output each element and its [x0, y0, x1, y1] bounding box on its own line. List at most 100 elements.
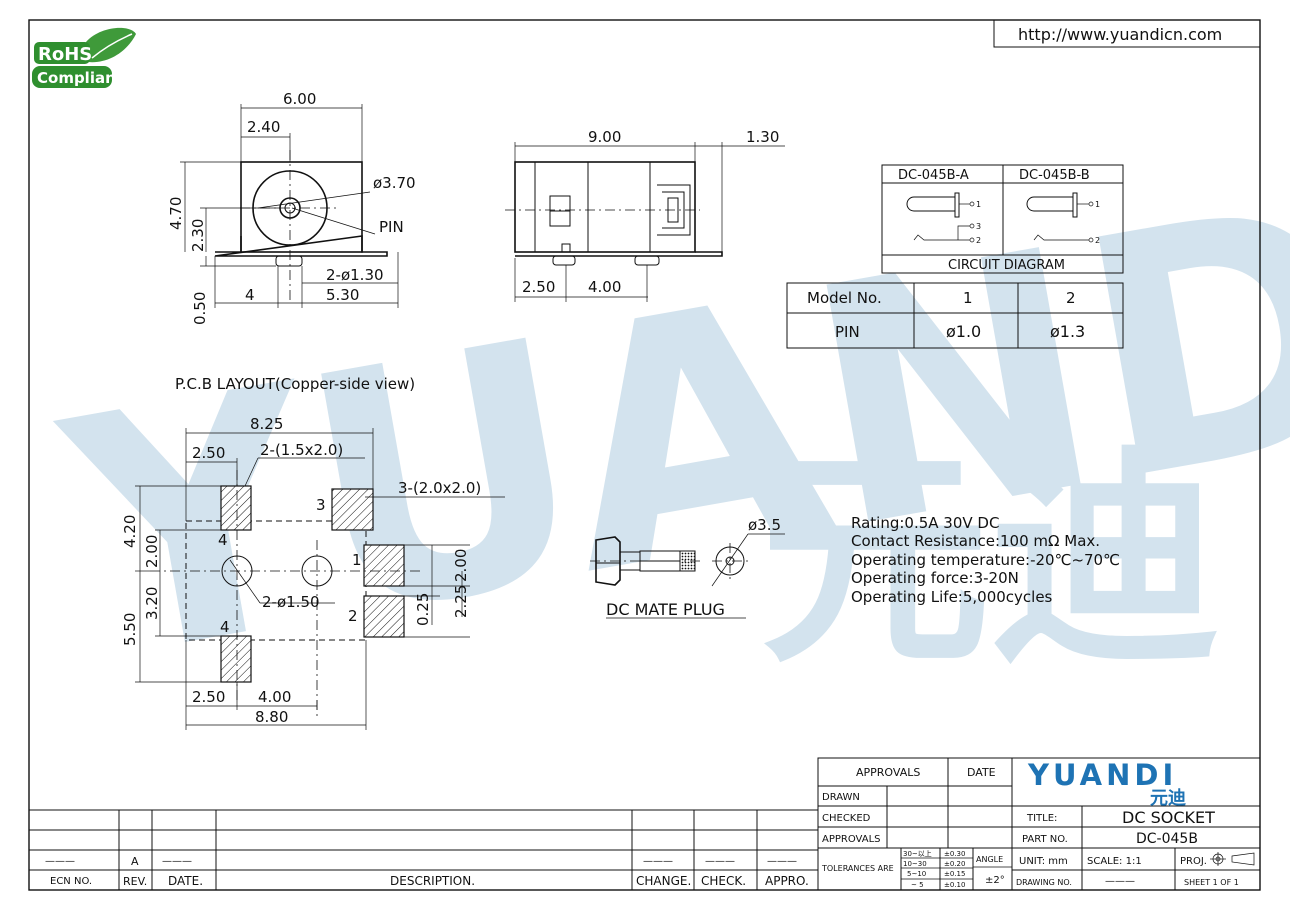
rev-header-date: DATE.: [168, 874, 203, 888]
tb-row-checked: CHECKED: [822, 813, 871, 824]
dim-pcb-top-left: 2.50: [192, 444, 225, 462]
tb-drawing-no-value: ———: [1105, 876, 1135, 887]
url-box[interactable]: http://www.yuandicn.com: [993, 19, 1261, 48]
pad-label-4-top: 4: [218, 531, 228, 549]
dim-right-c: 0.25: [414, 593, 432, 626]
dim-left-inner-upper: 2.00: [143, 535, 161, 568]
pin-label: PIN: [379, 218, 404, 236]
dim-pin-offset: 2.50: [522, 278, 555, 296]
pad-label-2: 2: [348, 607, 358, 625]
circuit-a-pin1: 1: [976, 200, 981, 209]
circuit-col-b: DC-045B-B: [1019, 168, 1090, 183]
dim-base: 0.50: [191, 292, 209, 325]
model-table: Model No. 1 2 PIN ø1.0 ø1.3: [786, 282, 1124, 349]
dim-pin-pitch: 4.00: [588, 278, 621, 296]
tb-angle-value: ±2°: [985, 875, 1005, 886]
rohs-line2: Compliant: [37, 69, 123, 87]
rev-header-description: DESCRIPTION.: [390, 874, 475, 888]
plug-caption: DC MATE PLUG: [606, 600, 725, 619]
tb-title-label: TITLE:: [1026, 813, 1057, 824]
circuit-b-pin1: 1: [1095, 200, 1100, 209]
tb-tolerances-label: TOLERANCES ARE: [821, 864, 894, 873]
model-header-2: 2: [1066, 289, 1076, 307]
plug-dim: ø3.5: [748, 516, 781, 534]
pcb-pad-1: [363, 544, 405, 587]
pad-label-3: 3: [316, 496, 326, 514]
tb-approvals-header: APPROVALS: [856, 766, 920, 779]
dim-bottom-mid: 4.00: [258, 688, 291, 706]
circuit-a-pin2: 2: [976, 236, 981, 245]
dim-bottom-width: 8.80: [255, 708, 288, 726]
rev-header-check: CHECK.: [701, 874, 746, 888]
dim-pad-small: 2-(1.5x2.0): [260, 441, 343, 459]
tb-angle-label: ANGLE: [976, 855, 1003, 864]
side-view: 9.00 1.30 2.50 4.00: [505, 128, 785, 302]
rev-blank-ecn: ———: [45, 856, 75, 867]
tb-sheet: SHEET 1 OF 1: [1184, 878, 1239, 887]
dim-height: 4.70: [167, 197, 185, 230]
tb-unit: UNIT: mm: [1019, 856, 1068, 867]
dim-left-inner-lower: 3.20: [143, 587, 161, 620]
watermark-cjk: 元迪: [760, 428, 1220, 695]
tol-value-3: ±0.15: [944, 870, 965, 878]
projection-symbol-icon: [1210, 852, 1255, 866]
dim-right-b: 2.25: [452, 585, 470, 618]
dim-width: 6.00: [283, 90, 316, 108]
spec-force: Operating force:3-20N: [851, 569, 1019, 587]
rev-blank-appro: ———: [767, 856, 797, 867]
model-row-label: PIN: [835, 323, 860, 341]
model-row-2: ø1.3: [1050, 322, 1085, 341]
rev-header-change: CHANGE.: [636, 874, 691, 888]
dim-tab: 1.30: [746, 128, 779, 146]
dc-mate-plug: ø3.5 DC MATE PLUG: [590, 516, 785, 619]
url-text[interactable]: http://www.yuandicn.com: [1018, 25, 1222, 44]
dim-right: 5.30: [326, 286, 359, 304]
pcb-pad-2: [363, 595, 405, 638]
tol-value-2: ±0.20: [944, 860, 965, 868]
tb-row-approvals: APPROVALS: [822, 834, 881, 845]
dim-center-height: 2.30: [189, 219, 207, 252]
rohs-logo: RoHS Compliant: [32, 27, 136, 88]
spec-resistance: Contact Resistance:100 mΩ Max.: [851, 532, 1100, 550]
rev-header-rev: REV.: [123, 875, 147, 888]
rohs-line1: RoHS: [38, 44, 92, 65]
revision-block: ECN NO. REV. DATE. DESCRIPTION. CHANGE. …: [29, 809, 818, 890]
circuit-diagram: DC-045B-A DC-045B-B CIRCUIT DIAGRAM 1 3 …: [881, 164, 1124, 274]
dim-holes: 2-ø1.50: [262, 593, 320, 611]
front-view: 6.00 2.40 4.70 2.30 0.50 ø3.70 PIN 4 5.3…: [167, 90, 416, 325]
rev-header-appro: APPRO.: [765, 874, 809, 888]
spec-life: Operating Life:5,000cycles: [851, 588, 1053, 606]
tol-value-1: ±0.30: [944, 850, 965, 858]
dim-diameter: ø3.70: [373, 174, 416, 192]
spec-temperature: Operating temperature:-20℃~70℃: [851, 551, 1120, 569]
tb-logo-cjk: 元迪: [1150, 788, 1186, 809]
rev-blank-check: ———: [705, 856, 735, 867]
pcb-pad-4-top: [220, 485, 252, 531]
rev-header-ecn: ECN NO.: [50, 876, 92, 887]
rev-value: A: [131, 855, 139, 868]
tb-row-drawn: DRAWN: [822, 792, 860, 803]
tb-date-header: DATE: [967, 766, 996, 779]
tb-scale: SCALE: 1:1: [1087, 856, 1142, 867]
dim-left-upper: 4.20: [121, 515, 139, 548]
dim-offset: 2.40: [247, 118, 280, 136]
model-row-1: ø1.0: [946, 322, 981, 341]
dim-left: 4: [245, 286, 255, 304]
tol-range-1: 30~以上: [903, 849, 932, 858]
model-header-1: 1: [963, 289, 973, 307]
title-block: APPROVALS DATE DRAWN CHECKED APPROVALS T…: [817, 757, 1261, 891]
tb-part-label: PART NO.: [1022, 834, 1068, 845]
pcb-layout: P.C.B LAYOUT(Copper-side view) 3 4 1 2 4…: [121, 375, 505, 730]
tb-logo: YUANDI: [1027, 758, 1177, 792]
specs: Rating:0.5A 30V DC Contact Resistance:10…: [851, 514, 1120, 606]
dim-left-lower: 5.50: [121, 613, 139, 646]
sheet-border: [28, 19, 1261, 891]
dim-pad-large: 3-(2.0x2.0): [398, 479, 481, 497]
pcb-pad-4-bottom: [220, 635, 252, 683]
dim-right-a: 2.00: [452, 549, 470, 582]
pad-label-1: 1: [352, 551, 362, 569]
rev-blank-change: ———: [643, 856, 673, 867]
spec-rating: Rating:0.5A 30V DC: [851, 514, 999, 532]
dim-length: 9.00: [588, 128, 621, 146]
dim-pins: 2-ø1.30: [326, 266, 384, 284]
